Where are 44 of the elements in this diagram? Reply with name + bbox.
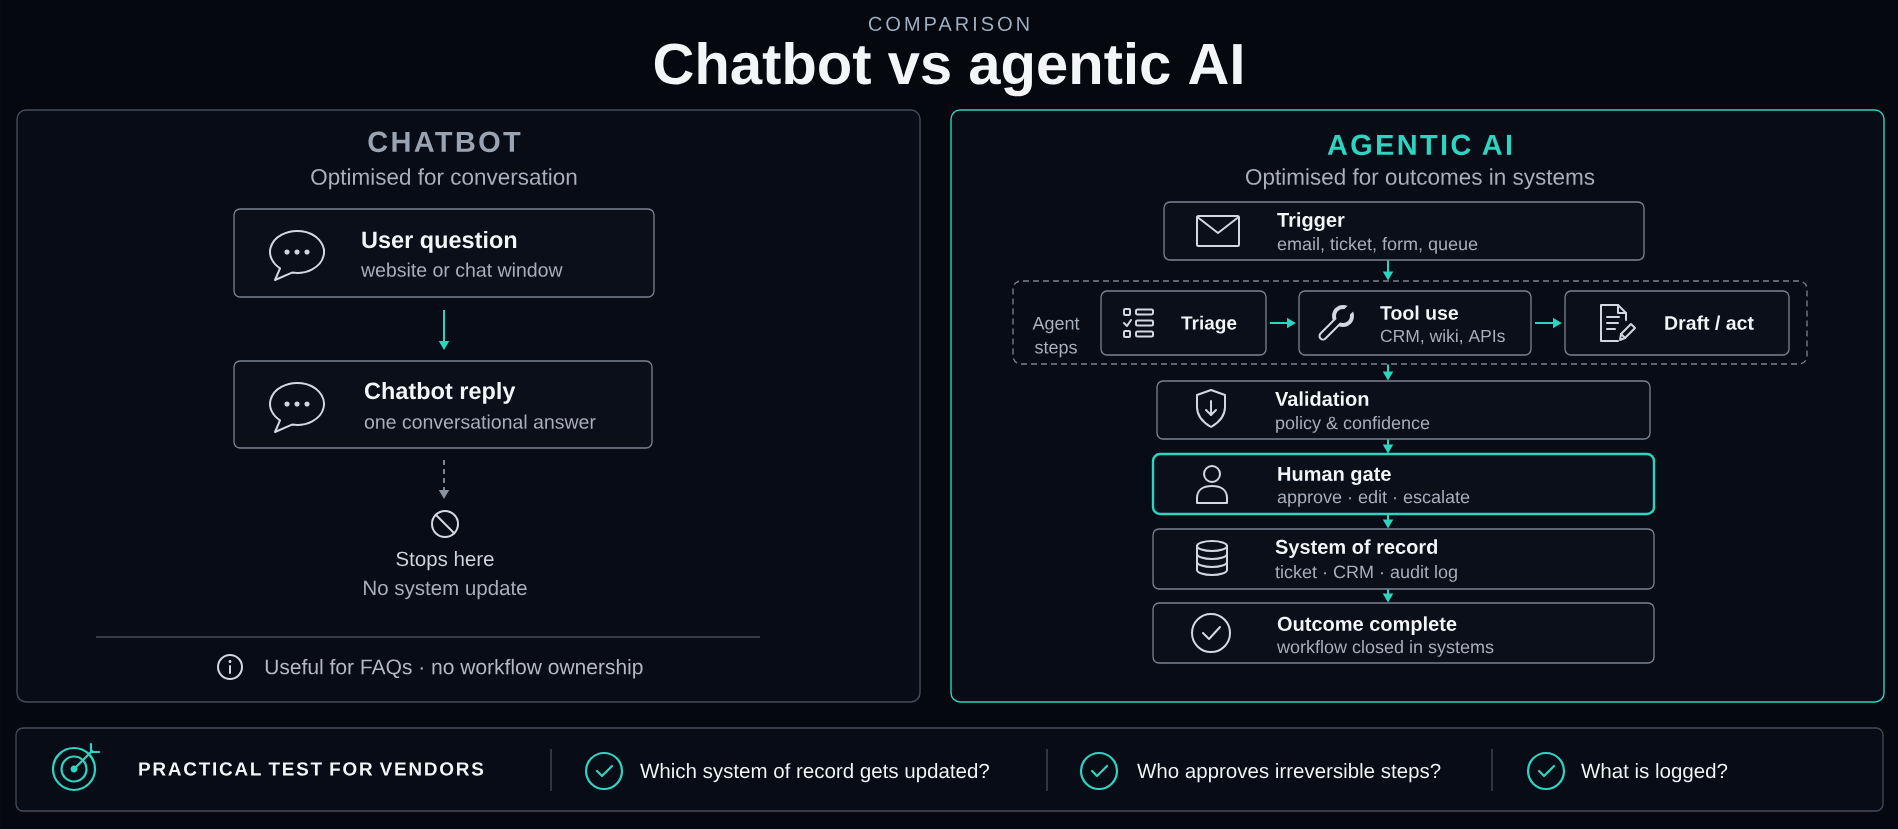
kicker-label: COMPARISON xyxy=(868,16,1029,31)
step-title: Validation xyxy=(1275,391,1369,406)
footnote-text: Useful for FAQs · no workflow ownership xyxy=(265,658,643,679)
step-box xyxy=(233,360,653,449)
status-title: Stops here xyxy=(396,551,494,571)
bar-heading: PRACTICAL TEST FOR VENDORS xyxy=(139,762,484,776)
step-detail: approve · edit · escalate xyxy=(1277,490,1470,507)
step-box xyxy=(1156,380,1651,440)
step-box xyxy=(1298,290,1532,356)
question-text: Who approves irreversible steps? xyxy=(1137,763,1441,783)
step-title: Chatbot reply xyxy=(364,381,516,404)
step-detail: CRM, wiki, APIs xyxy=(1380,329,1505,345)
step-title: Tool use xyxy=(1380,305,1459,320)
step-title: Human gate xyxy=(1278,467,1391,486)
panel-heading: CHATBOT xyxy=(368,131,521,153)
step-detail: policy & confidence xyxy=(1276,416,1430,433)
step-box xyxy=(1152,528,1655,590)
info-bar xyxy=(15,727,1884,812)
step-title: Triage xyxy=(1181,315,1237,334)
group-label: Agent steps xyxy=(1032,317,1080,358)
step-box xyxy=(1100,290,1267,356)
title: Chatbot vs agentic AI xyxy=(654,41,1242,97)
question-text: What is logged? xyxy=(1581,763,1728,783)
step-title: System of record xyxy=(1275,539,1438,558)
step-detail: one conversational answer xyxy=(364,414,596,429)
step-title: Trigger xyxy=(1277,212,1345,232)
step-detail: email, ticket, form, queue xyxy=(1277,237,1478,254)
step-box xyxy=(1564,290,1790,356)
panel-subtitle: Optimised for conversation xyxy=(311,168,577,190)
step-title: User question xyxy=(362,230,517,253)
step-title: Outcome complete xyxy=(1277,616,1457,635)
panel-heading: AGENTIC AI xyxy=(1327,134,1512,156)
step-detail: website or chat window xyxy=(361,262,563,277)
step-box xyxy=(1151,452,1656,516)
step-box xyxy=(233,208,655,298)
panel-subtitle: Optimised for outcomes in systems xyxy=(1246,168,1595,190)
step-detail: workflow closed in systems xyxy=(1277,640,1494,657)
question-text: Which system of record gets updated? xyxy=(640,763,989,783)
step-title: Draft / act xyxy=(1665,315,1754,330)
group-box xyxy=(1012,280,1808,365)
status-detail: No system update xyxy=(364,580,527,600)
step-box xyxy=(1163,201,1645,261)
step-detail: ticket · CRM · audit log xyxy=(1275,565,1457,582)
step-box xyxy=(1152,602,1655,664)
